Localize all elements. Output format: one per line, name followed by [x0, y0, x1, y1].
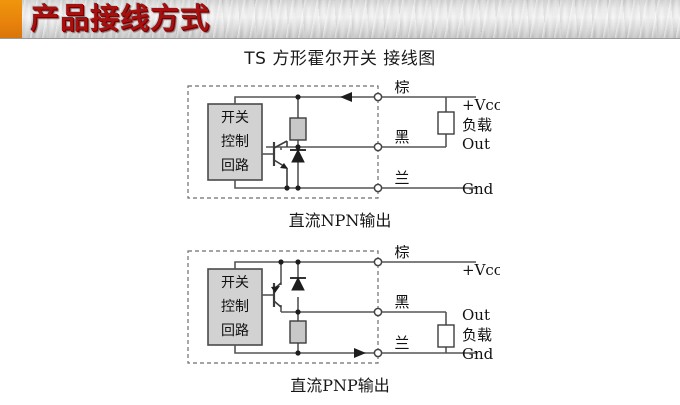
npn-wire-label-black: 黑: [394, 128, 409, 146]
pnp-junction-dots: [278, 259, 301, 356]
npn-external-wires: [382, 96, 476, 189]
pnp-terminal-out: Out: [462, 306, 490, 324]
npn-caption: 直流NPN输出: [288, 211, 392, 230]
pnp-wire-label-black: 黑: [394, 293, 409, 311]
header-accent-bar: [0, 0, 22, 38]
page-title: TS 方形霍尔开关 接线图: [244, 49, 436, 69]
npn-transistor: [272, 140, 288, 188]
pnp-wire-label-blue: 兰: [394, 334, 409, 352]
pnp-terminal-gnd: Gnd: [462, 345, 494, 363]
npn-top-current-arrow: [340, 92, 352, 102]
npn-terminal-out: Out: [462, 135, 490, 153]
npn-schematic: 开关 控制 回路: [187, 80, 500, 199]
header-title: 产品接线方式: [30, 1, 211, 35]
npn-zener-diode: [290, 148, 306, 163]
npn-block-line-3: 回路: [221, 158, 249, 174]
npn-block-line-1: 开关: [221, 110, 249, 126]
pnp-transistor: [271, 282, 282, 308]
npn-internal-resistor: [289, 117, 307, 141]
npn-terminal-load: 负载: [462, 116, 492, 134]
pnp-internal-resistor: [289, 320, 307, 344]
pnp-load-resistor: [437, 324, 455, 348]
npn-sensor-boundary: [187, 85, 379, 199]
pnp-block-line-2: 控制: [221, 299, 249, 315]
npn-wiring-diagram: 开关 控制 回路: [0, 80, 680, 205]
header-divider: [0, 38, 680, 39]
npn-gnd-rail: [234, 180, 376, 189]
pnp-vcc-rail: [234, 261, 376, 269]
pnp-wiring-diagram: 开关 控制 回路: [0, 245, 680, 370]
npn-wire-label-brown: 棕: [394, 80, 409, 96]
pnp-gnd-rail: [234, 345, 376, 354]
pnp-terminal-load: 负载: [462, 326, 492, 344]
pnp-block-line-1: 开关: [221, 275, 249, 291]
npn-wire-label-blue: 兰: [394, 169, 409, 187]
pnp-control-block: [207, 268, 263, 346]
pnp-block-line-3: 回路: [221, 323, 249, 339]
pnp-schematic: 开关 控制 回路: [187, 245, 500, 364]
pnp-external-wires: [382, 261, 476, 354]
pnp-terminal-vcc: +Vcc: [462, 261, 500, 279]
npn-terminal-gnd: Gnd: [462, 180, 494, 198]
pnp-wire-label-brown: 棕: [394, 245, 409, 261]
npn-terminals: [373, 92, 383, 193]
pnp-terminals: [373, 257, 383, 358]
pnp-zener-diode: [290, 276, 306, 291]
pnp-bottom-current-arrow: [354, 348, 366, 358]
page-header: 产品接线方式: [0, 0, 680, 38]
npn-junction-dots: [284, 94, 301, 191]
npn-block-line-2: 控制: [221, 134, 249, 150]
npn-terminal-vcc: +Vcc: [462, 96, 500, 114]
pnp-sensor-boundary: [187, 250, 379, 364]
pnp-caption: 直流PNP输出: [290, 376, 390, 395]
npn-vcc-rail: [234, 96, 376, 104]
npn-load-resistor: [437, 111, 455, 135]
